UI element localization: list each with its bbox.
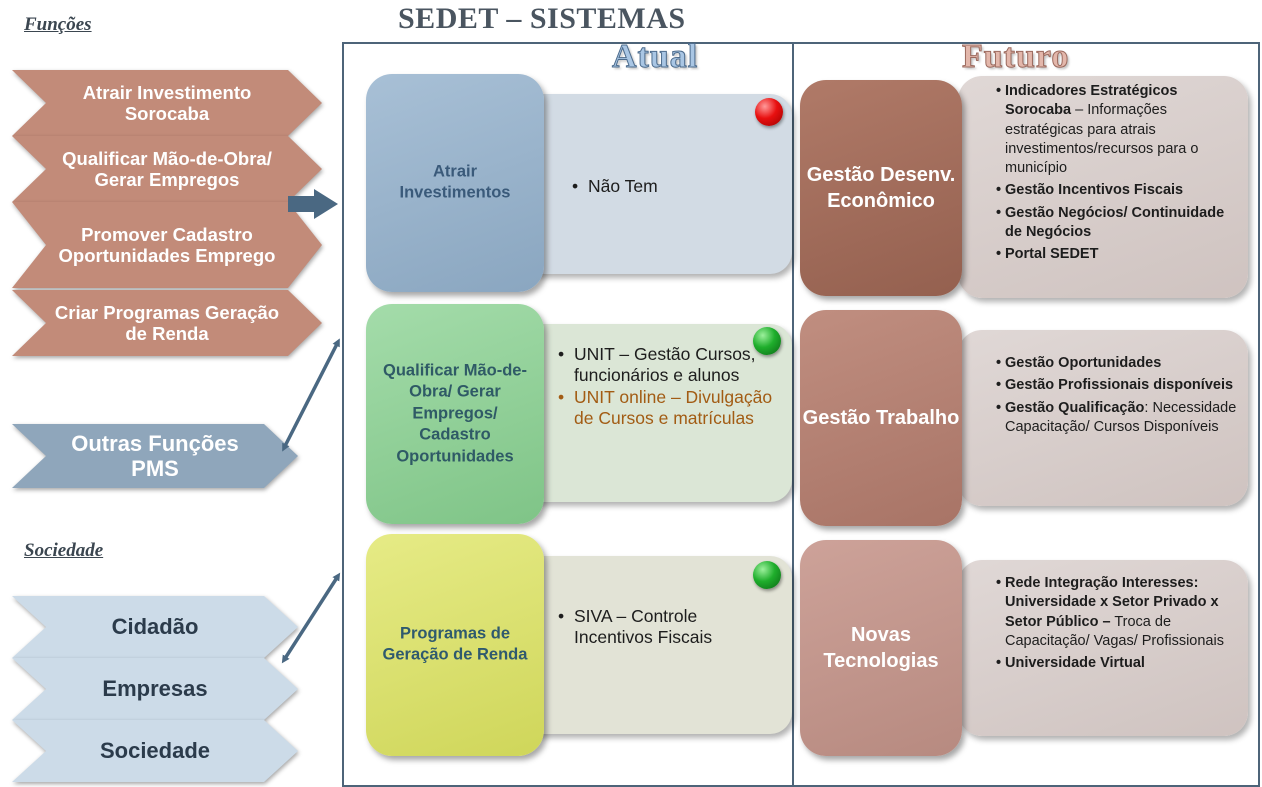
funcoes-label: Funções bbox=[24, 14, 92, 35]
atual-detail-item: SIVA – Controle Incentivos Fiscais bbox=[558, 606, 778, 649]
atual-detail-item: Não Tem bbox=[572, 176, 782, 198]
double-arrow-sociedade bbox=[281, 572, 341, 664]
outras-funcoes-label: Outras Funções PMS bbox=[12, 424, 298, 488]
futuro-column-title: Futuro bbox=[961, 38, 1070, 76]
funcao-label: Qualificar Mão-de-Obra/ Gerar Empregos bbox=[12, 136, 322, 202]
futuro-detail-item: Gestão Profissionais disponíveis bbox=[996, 376, 1242, 396]
futuro-item-bold: Gestão Incentivos Fiscais bbox=[1005, 182, 1184, 199]
futuro-detail-item: Gestão Oportunidades bbox=[996, 354, 1242, 374]
sociedade-item-label: Cidadão bbox=[12, 596, 298, 658]
funcao-chevron-2: Qualificar Mão-de-Obra/ Gerar Empregos bbox=[12, 136, 322, 202]
atual-card-label: Programas de Geração de Renda bbox=[382, 624, 528, 664]
funcao-label: Criar Programas Geração de Renda bbox=[12, 290, 322, 356]
atual-card-3: Programas de Geração de Renda bbox=[366, 534, 544, 756]
futuro-item-text: – Informações estratégicas para atrais i… bbox=[1005, 102, 1199, 177]
atual-card-label: Qualificar Mão-de-Obra/ Gerar Empregos/ … bbox=[383, 361, 527, 466]
futuro-item-bold: Gestão Profissionais disponíveis bbox=[1005, 377, 1234, 394]
atual-detail-2: UNIT – Gestão Cursos, funcionários e alu… bbox=[520, 324, 792, 502]
atual-detail-list: Não Tem bbox=[572, 176, 782, 198]
futuro-item-bold: Gestão Qualificação bbox=[1005, 399, 1145, 416]
atual-detail-1: Não Tem bbox=[520, 94, 792, 274]
futuro-detail-2: Gestão Oportunidades Gestão Profissionai… bbox=[958, 330, 1248, 506]
page-title: SEDET – SISTEMAS bbox=[398, 2, 686, 35]
futuro-item-bold: Indicadores Estratégicos Sorocaba bbox=[1005, 83, 1178, 119]
atual-detail-list: UNIT – Gestão Cursos, funcionários e alu… bbox=[558, 344, 786, 429]
status-green-icon bbox=[753, 561, 781, 589]
status-green-icon bbox=[753, 327, 781, 355]
atual-card-1: Atrair Investimentos bbox=[366, 74, 544, 292]
futuro-card-2: Gestão Trabalho bbox=[800, 310, 962, 526]
futuro-detail-item: Gestão Incentivos Fiscais bbox=[996, 181, 1242, 201]
futuro-item-bold: Rede Integração Interesses: Universidade… bbox=[1005, 575, 1219, 630]
sociedade-chevron-3: Sociedade bbox=[12, 720, 298, 782]
futuro-card-3: Novas Tecnologias bbox=[800, 540, 962, 756]
sociedade-label: Sociedade bbox=[24, 540, 104, 561]
sociedade-chevron-2: Empresas bbox=[12, 658, 298, 720]
futuro-detail-1: Indicadores Estratégicos Sorocaba – Info… bbox=[958, 76, 1248, 298]
atual-detail-item-highlight: UNIT online – Divulgação de Cursos e mat… bbox=[558, 387, 786, 430]
funcao-chevron-1: Atrair Investimento Sorocaba bbox=[12, 70, 322, 136]
futuro-detail-list: Indicadores Estratégicos Sorocaba – Info… bbox=[996, 82, 1242, 268]
atual-card-label: Atrair Investimentos bbox=[399, 162, 511, 202]
status-red-icon bbox=[755, 98, 783, 126]
atual-detail-3: SIVA – Controle Incentivos Fiscais bbox=[520, 556, 792, 734]
funcao-label: Atrair Investimento Sorocaba bbox=[12, 70, 322, 136]
atual-detail-list: SIVA – Controle Incentivos Fiscais bbox=[558, 606, 778, 649]
futuro-card-label: Gestão Trabalho bbox=[802, 407, 960, 429]
futuro-detail-list: Rede Integração Interesses: Universidade… bbox=[996, 574, 1242, 676]
futuro-item-text: Troca de Capacitação/ Vagas/ Profissiona… bbox=[1005, 613, 1224, 649]
futuro-detail-item: Indicadores Estratégicos Sorocaba – Info… bbox=[996, 82, 1242, 178]
block-arrow-icon bbox=[288, 189, 338, 219]
futuro-detail-item: Gestão Negócios/ Continuidade de Negócio… bbox=[996, 204, 1242, 243]
futuro-card-label: Novas Tecnologias bbox=[823, 624, 939, 672]
futuro-item-bold: Portal SEDET bbox=[1005, 246, 1099, 263]
outras-funcoes-chevron: Outras Funções PMS bbox=[12, 424, 298, 488]
futuro-item-bold: Gestão Oportunidades bbox=[1005, 355, 1162, 371]
futuro-item-bold: Universidade Virtual bbox=[1005, 655, 1145, 672]
funcao-chevron-4: Criar Programas Geração de Renda bbox=[12, 290, 322, 356]
atual-column-title: Atual bbox=[611, 38, 699, 76]
futuro-card-1: Gestão Desenv. Econômico bbox=[800, 80, 962, 296]
sociedade-chevron-1: Cidadão bbox=[12, 596, 298, 658]
sociedade-item-label: Sociedade bbox=[12, 720, 298, 782]
futuro-item-text: : Necessidade Capacitação/ Cursos Dispon… bbox=[1005, 399, 1237, 435]
futuro-detail-list: Gestão Oportunidades Gestão Profissionai… bbox=[996, 354, 1242, 440]
futuro-detail-item: Gestão Qualificação: Necessidade Capacit… bbox=[996, 399, 1242, 438]
futuro-card-label: Gestão Desenv. Econômico bbox=[806, 164, 956, 212]
atual-card-2: Qualificar Mão-de-Obra/ Gerar Empregos/ … bbox=[366, 304, 544, 524]
futuro-item-bold: Gestão Negócios/ Continuidade de Negócio… bbox=[1005, 204, 1225, 240]
futuro-detail-item: Rede Integração Interesses: Universidade… bbox=[996, 574, 1242, 651]
funcao-label: Promover Cadastro Oportunidades Emprego bbox=[12, 202, 322, 288]
double-arrow-outras bbox=[282, 338, 340, 452]
atual-detail-item: UNIT – Gestão Cursos, funcionários e alu… bbox=[558, 344, 786, 387]
futuro-detail-item: Portal SEDET bbox=[996, 245, 1242, 265]
sociedade-item-label: Empresas bbox=[12, 658, 298, 720]
futuro-detail-item: Universidade Virtual bbox=[996, 654, 1242, 674]
funcao-chevron-3: Promover Cadastro Oportunidades Emprego bbox=[12, 202, 322, 288]
futuro-detail-3: Rede Integração Interesses: Universidade… bbox=[958, 560, 1248, 736]
